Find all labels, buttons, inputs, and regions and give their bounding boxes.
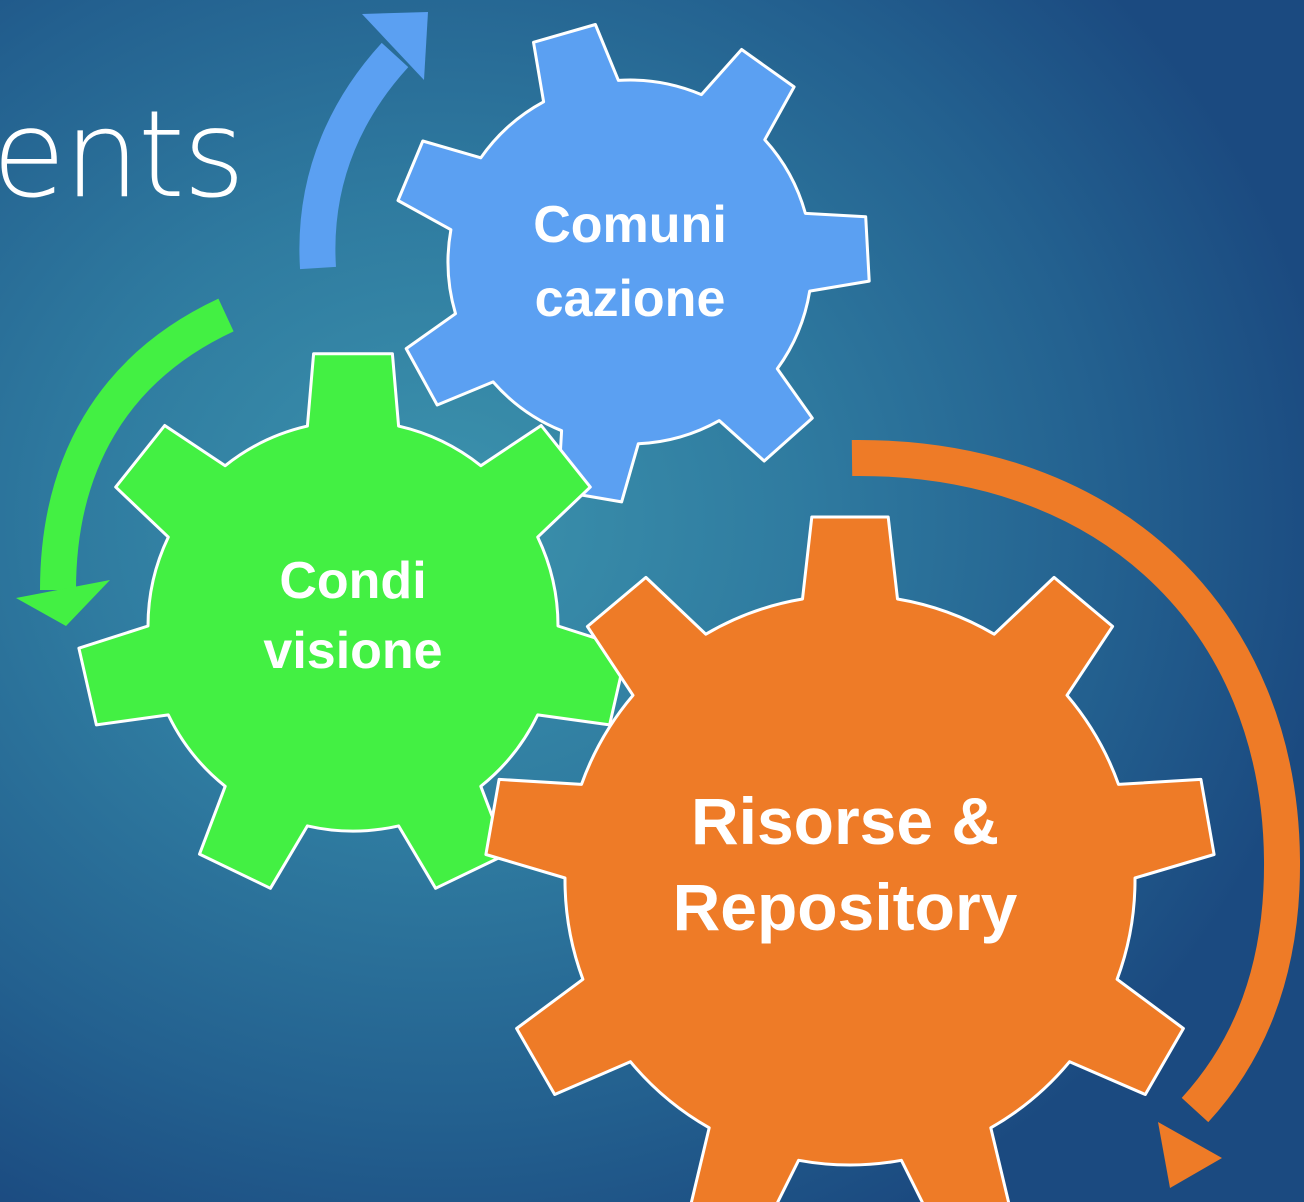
slide-title-fragment: ents — [0, 86, 245, 225]
orange-arrow — [851, 439, 1301, 1188]
gear-label-condivisione-line2: visione — [263, 622, 442, 680]
blue-arrow — [299, 12, 428, 270]
gear-label-comunicazione-line2: cazione — [535, 270, 726, 328]
gear-label-condivisione-line1: Condi — [279, 552, 426, 610]
gear-label-risorse-line1: Risorse & — [691, 784, 999, 858]
gear-condivisione — [77, 352, 629, 890]
gear-comunicazione — [396, 23, 871, 504]
gear-shape-risorse — [484, 515, 1216, 1202]
green-arrow — [16, 298, 234, 626]
gear-risorse — [484, 515, 1216, 1202]
gear-label-risorse-line2: Repository — [673, 870, 1018, 944]
gear-label-comunicazione-line1: Comuni — [533, 196, 727, 254]
gear-shape-condivisione — [77, 352, 629, 890]
gear-shape-comunicazione — [396, 23, 871, 504]
